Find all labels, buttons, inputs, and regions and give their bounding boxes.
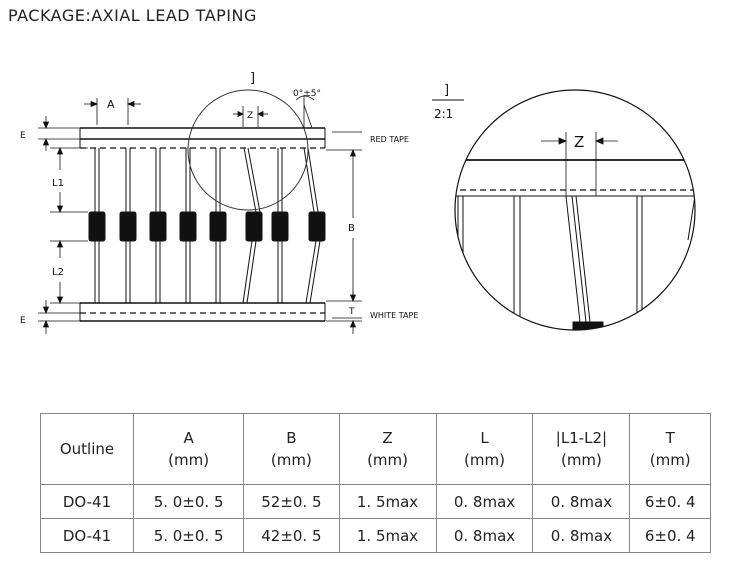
dimension-t [326,291,362,334]
component-5 [209,148,227,303]
table-row: DO-41 5. 0±0. 5 42±0. 5 1. 5max 0. 8max … [40,518,711,553]
header-l1-l2: |L1-L2| (mm) [532,413,631,485]
detail-marker: ] [444,83,449,98]
cell-a: 5. 0±0. 5 [132,484,245,519]
header-z: Z (mm) [338,413,437,485]
page-title: PACKAGE:AXIAL LEAD TAPING [8,6,257,25]
dimension-a [84,98,141,125]
detail-scale: 2:1 [434,107,453,121]
header-b: B (mm) [243,413,340,485]
dimension-l1-l2 [50,146,88,305]
label-t: T [348,307,355,317]
component-1 [88,148,106,303]
label-e-bottom: E [20,316,26,326]
component-7 [271,148,289,303]
spec-table: Outline A (mm) B (mm) Z (mm) L (mm) |L1-… [40,413,711,553]
header-t: T (mm) [629,413,711,485]
component-2 [119,148,137,303]
dimension-b [326,148,362,303]
cell-t: 6±0. 4 [629,518,711,553]
white-tape-strip [79,302,326,322]
label-detail-marker: ] [250,71,255,86]
detail-lens-circle [454,89,696,331]
cell-t: 6±0. 4 [629,484,711,519]
label-angle: 0°±5° [293,89,321,99]
label-l2: L2 [52,267,64,278]
cell-outline: DO-41 [40,518,134,553]
label-a: A [107,98,115,111]
component-3 [149,148,167,303]
axial-lead-taping-drawing: A Z ] 0°±5° E L1 L2 E B T RED TAPE WHITE… [20,71,696,334]
label-red-tape: RED TAPE [370,135,409,144]
label-white-tape: WHITE TAPE [370,311,418,320]
angle-marker [295,95,315,129]
dimension-z [233,106,268,127]
cell-b: 52±0. 5 [243,484,340,519]
header-l: L (mm) [435,413,534,485]
label-e-top: E [20,131,26,141]
cell-l: 0. 8max [435,484,534,519]
dimension-e-top [38,116,80,151]
red-tape-strip [79,127,326,149]
cell-a: 5. 0±0. 5 [132,518,245,553]
cell-outline: DO-41 [40,484,134,519]
detail-circle [187,89,309,211]
component-4 [179,148,197,303]
table-header-row: Outline A (mm) B (mm) Z (mm) L (mm) |L1-… [40,413,711,485]
detail-z-label: Z [574,133,584,151]
cell-z: 1. 5max [338,518,437,553]
label-l1: L1 [52,178,64,189]
detail-z-dimension [541,137,618,145]
label-b: B [348,223,355,234]
main-taping-drawing [38,89,362,334]
header-outline: Outline [40,413,134,485]
cell-l1-l2: 0. 8max [532,518,631,553]
component-8-angled [303,147,326,304]
cell-b: 42±0. 5 [243,518,340,553]
detail-view: ] 2:1 [432,83,696,331]
cell-l1-l2: 0. 8max [532,484,631,519]
cell-z: 1. 5max [338,484,437,519]
cell-l: 0. 8max [435,518,534,553]
table-row: DO-41 5. 0±0. 5 52±0. 5 1. 5max 0. 8max … [40,484,711,519]
label-z: Z [247,111,253,121]
dimension-e-bottom [38,300,80,334]
component-6-tilted [242,147,263,304]
header-a: A (mm) [132,413,245,485]
